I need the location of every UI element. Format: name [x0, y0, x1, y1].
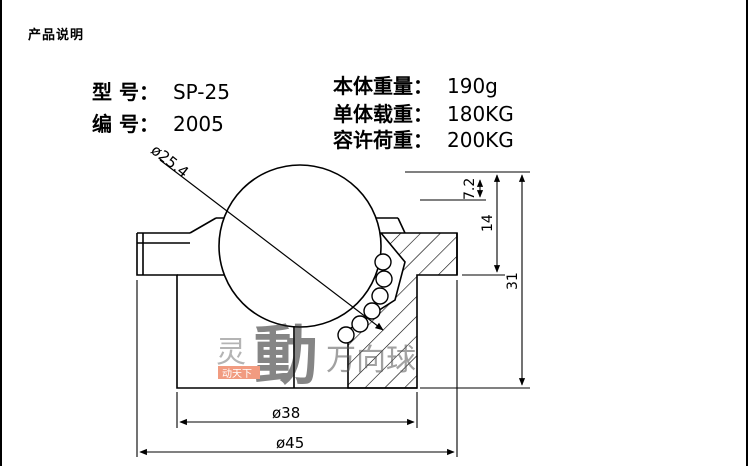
support-ball: [374, 253, 392, 271]
spec-code-label: 编 号：: [92, 112, 159, 136]
watermark-badge-bg: [218, 366, 260, 379]
section-title: 产品说明: [28, 28, 85, 43]
support-ball: [337, 326, 355, 344]
watermark-ling: 灵: [216, 335, 246, 370]
left-frame-border: [0, 0, 2, 466]
right-frame-border: [746, 0, 748, 466]
watermark: 灵 動 动天下 万向球: [216, 320, 416, 394]
spec-model: 型 号： SP-25: [92, 76, 230, 105]
dim-top-label: 7.2: [462, 178, 478, 200]
spec-code: 编 号： 2005: [92, 108, 224, 137]
spec-body-weight-label: 本体重量：: [333, 74, 433, 98]
spec-unit-load-value: 180KG: [447, 102, 514, 126]
dim-inner-label: ø38: [272, 404, 300, 422]
watermark-badge: 动天下: [222, 368, 252, 380]
support-ball: [375, 270, 393, 288]
support-ball: [371, 287, 389, 305]
vertical-dimensions: [405, 171, 530, 389]
spec-body-weight-value: 190g: [447, 74, 498, 98]
dim-total-label: 31: [505, 272, 521, 290]
ball-diameter-label: ø25.4: [148, 141, 193, 181]
spec-model-value: SP-25: [172, 80, 230, 104]
main-ball: [218, 164, 382, 328]
support-ball: [363, 302, 381, 320]
ball-diameter-leader: [159, 159, 384, 331]
dim-mid-label: 14: [480, 214, 496, 232]
spec-body-weight: 本体重量： 190g: [333, 70, 498, 99]
spec-allowable-load-value: 200KG: [447, 128, 514, 152]
spec-allowable-load-label: 容许荷重：: [333, 128, 433, 152]
dim-outer-label: ø45: [276, 434, 304, 452]
support-ball: [351, 315, 369, 333]
support-balls: [337, 253, 393, 344]
spec-unit-load: 单体载重： 180KG: [333, 98, 514, 127]
spec-code-value: 2005: [172, 112, 224, 136]
horizontal-dimensions: [136, 280, 458, 457]
watermark-dong: 動: [254, 320, 318, 394]
spec-allowable-load: 容许荷重： 200KG: [333, 124, 514, 153]
watermark-tail: 万向球: [326, 343, 416, 378]
spec-model-label: 型 号：: [92, 80, 159, 104]
spec-unit-load-label: 单体载重：: [333, 102, 433, 126]
